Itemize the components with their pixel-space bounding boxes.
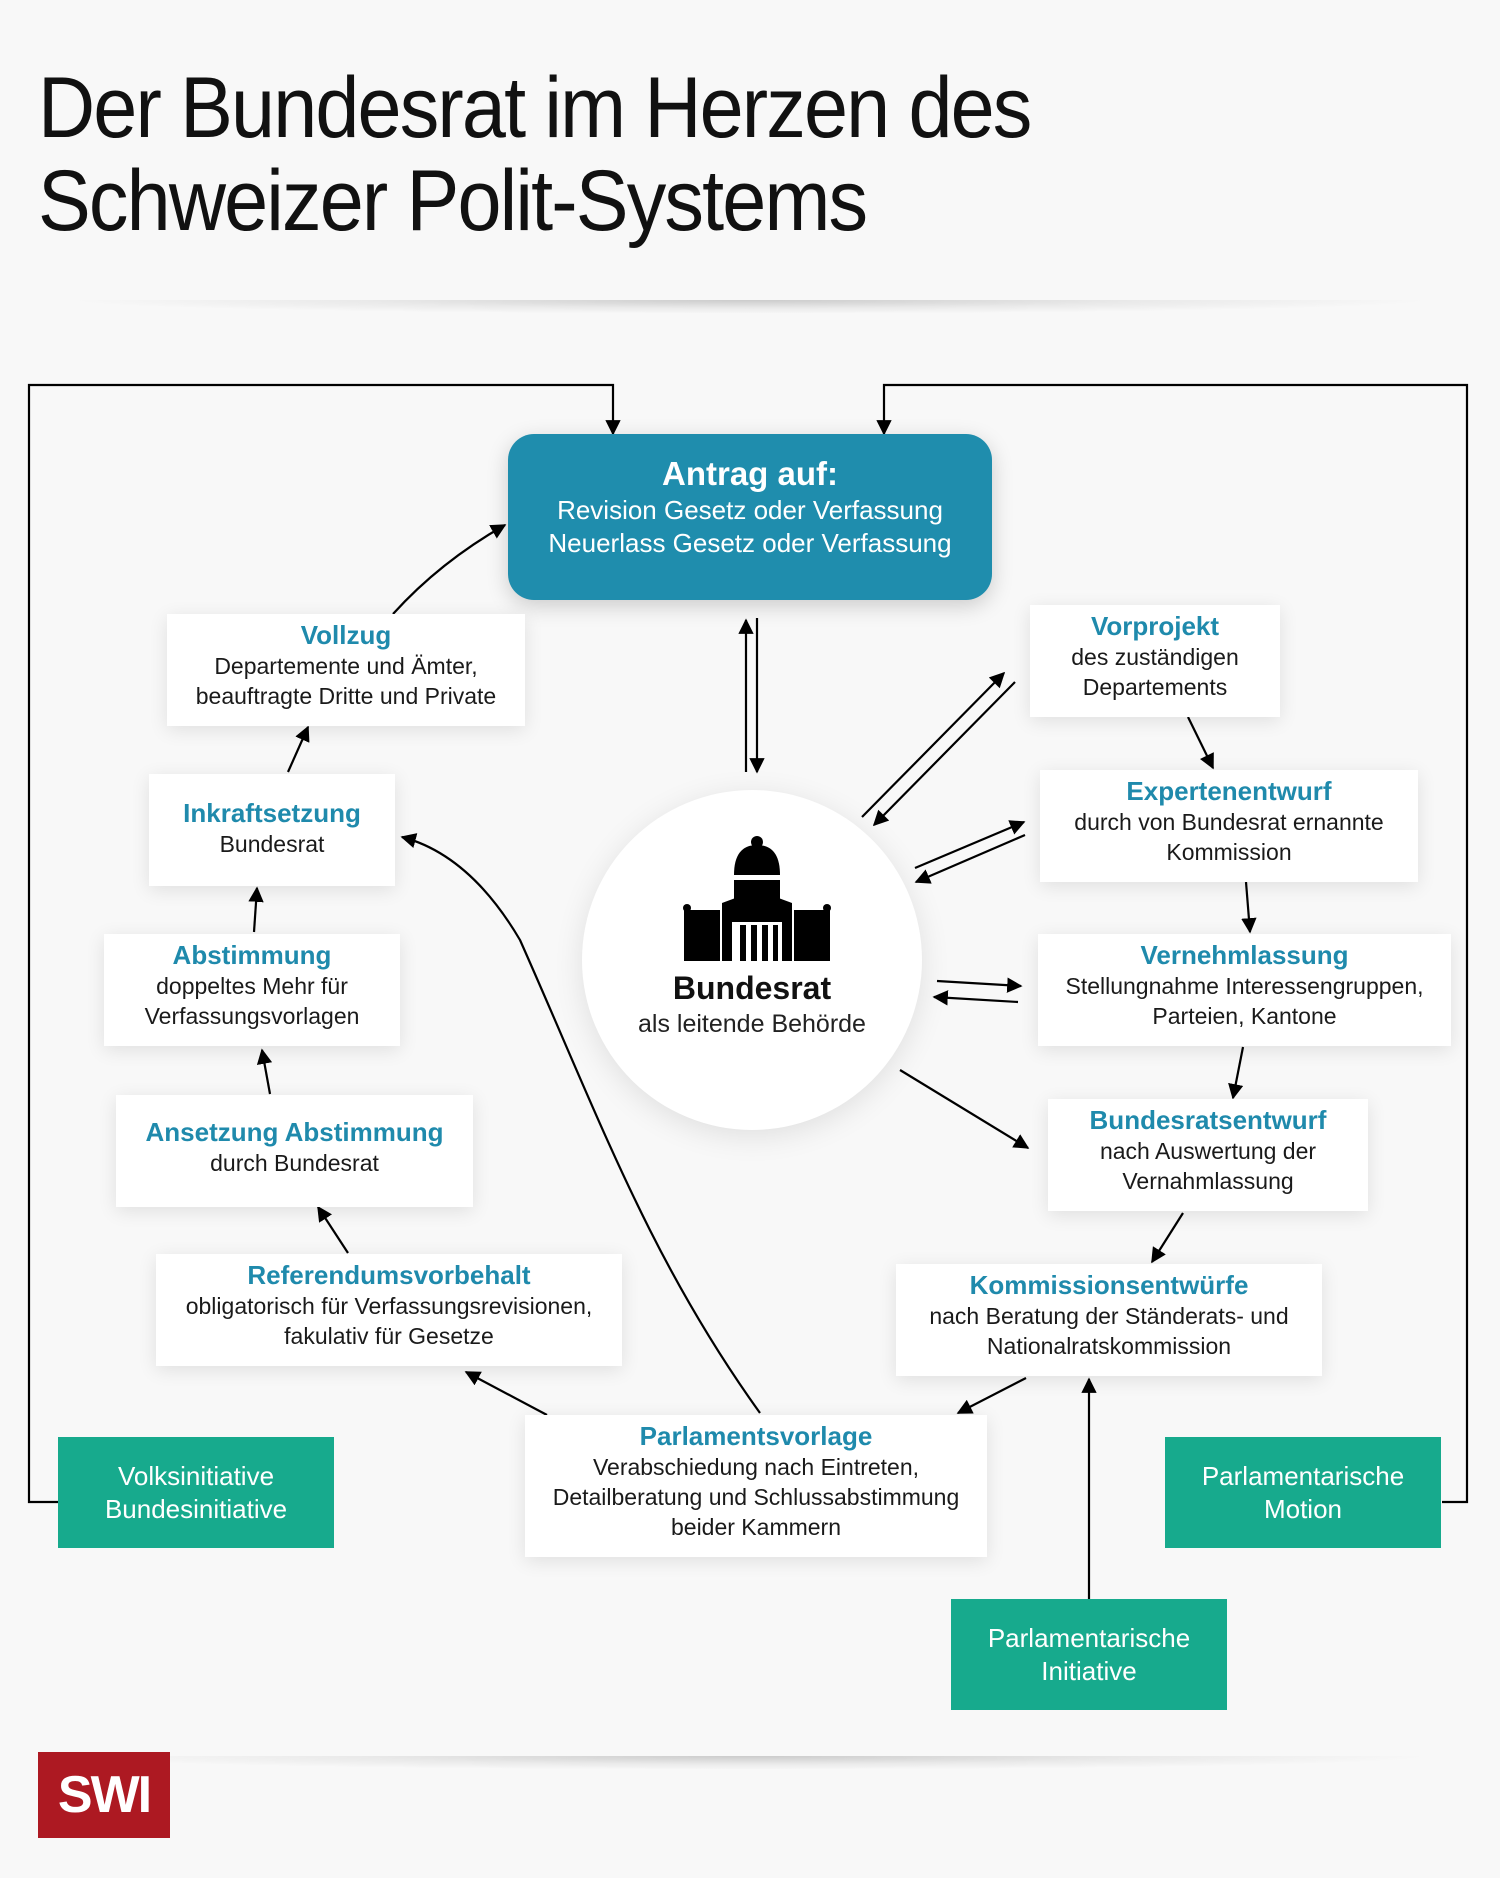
bundesrat-heading: Bundesrat [672, 970, 832, 1006]
step-text: nach Auswertung der Vernahmlassung [1099, 1138, 1317, 1194]
motion-loop-line [876, 383, 1469, 1504]
step-bundesratsentwurf: Bundesratsentwurf nach Auswertung der Ve… [1048, 1099, 1368, 1211]
antrag-heading: Antrag auf: [662, 455, 838, 492]
step-heading: Inkraftsetzung [183, 798, 361, 828]
referendum-to-ansetzung-arrow [317, 1205, 349, 1254]
step-heading: Expertenentwurf [1126, 776, 1332, 806]
swi-logo: SWI [38, 1752, 170, 1838]
bundesrat-center-node: Bundesrat als leitende Behörde [582, 790, 922, 1130]
initiative-parlamentarische: Parlamentarische Initiative [951, 1599, 1227, 1710]
bundesrat-to-vernehmlassung-arrow [936, 977, 1023, 993]
step-expertenentwurf: Expertenentwurf durch von Bundesrat erna… [1040, 770, 1418, 882]
abstimmung-to-inkraft-arrow [248, 886, 264, 933]
step-referendumsvorbehalt: Referendumsvorbehalt obligatorisch für V… [156, 1254, 622, 1366]
bundesrat-to-experten-arrow [914, 820, 1026, 870]
step-text: Stellungnahme Interessengruppen, Parteie… [1065, 973, 1424, 1029]
page-title: Der Bundesrat im Herzen des Schweizer Po… [38, 60, 1032, 249]
initiative-volks: Volksinitiative Bundesinitiative [58, 1437, 334, 1548]
step-heading: Referendumsvorbehalt [247, 1260, 531, 1290]
initiative-motion: Parlamentarische Motion [1165, 1437, 1441, 1548]
step-vollzug: Vollzug Departemente und Ämter, beauftra… [167, 614, 525, 726]
step-parlamentsvorlage: Parlamentsvorlage Verabschiedung nach Ei… [525, 1415, 987, 1557]
step-vorprojekt: Vorprojekt des zuständigen Departements [1030, 605, 1280, 717]
step-text: Departemente und Ämter, beauftragte Drit… [195, 653, 497, 709]
step-vernehmlassung: Vernehmlassung Stellungnahme Interesseng… [1038, 934, 1451, 1046]
vernehmlassung-to-bundesrat-arrow [932, 990, 1019, 1006]
parlamentsvorlage-to-inkraft-arrow [400, 833, 761, 1414]
step-text: Verabschiedung nach Eintreten, Detailber… [552, 1454, 960, 1540]
bundesrat-to-vorprojekt-arrow [861, 671, 1006, 818]
step-text: des zuständigen Departements [1071, 644, 1239, 700]
bottom-divider-shadow [60, 1756, 1440, 1770]
step-inkraftsetzung: Inkraftsetzung Bundesrat [149, 774, 395, 886]
bundesrat-to-bundesratsentwurf-arrow [899, 1069, 1030, 1149]
step-kommissionsentwuerfe: Kommissionsentwürfe nach Beratung der St… [896, 1264, 1322, 1376]
antrag-text: Revision Gesetz oder Verfassung Neuerlas… [548, 495, 952, 558]
step-heading: Vorprojekt [1090, 611, 1220, 641]
step-text: durch von Bundesrat ernannte Kommission [1074, 809, 1384, 865]
step-heading: Abstimmung [172, 940, 332, 970]
title-line-2: Schweizer Polit-Systems [38, 153, 868, 249]
step-ansetzung-abstimmung: Ansetzung Abstimmung durch Bundesrat [116, 1095, 473, 1207]
antrag-box: Antrag auf: Revision Gesetz oder Verfass… [508, 434, 992, 600]
step-abstimmung: Abstimmung doppeltes Mehr für Verfassung… [104, 934, 400, 1046]
step-heading: Bundesratsentwurf [1089, 1105, 1327, 1135]
bundesratsentwurf-to-kommission-arrow [1151, 1212, 1184, 1264]
step-heading: Vollzug [300, 620, 392, 650]
experten-to-bundesrat-arrow [914, 833, 1026, 884]
ansetzung-to-abstimmung-arrow [256, 1048, 273, 1095]
parliament-building-icon [683, 836, 831, 961]
inkraft-to-vollzug-arrow [286, 725, 310, 773]
vernehmlassung-to-bundesratsentwurf-arrow [1228, 1046, 1245, 1100]
top-divider-shadow [60, 300, 1440, 314]
experten-to-vernehmlassung-arrow [1241, 881, 1257, 934]
step-heading: Kommissionsentwürfe [969, 1270, 1249, 1300]
step-text: Bundesrat [219, 831, 325, 857]
step-heading: Vernehmlassung [1140, 940, 1349, 970]
step-text: obligatorisch für Verfassungsrevisionen,… [185, 1293, 593, 1349]
vorprojekt-to-experten-arrow [1187, 716, 1214, 770]
title-line-1: Der Bundesrat im Herzen des [38, 60, 1032, 156]
bundesrat-subtitle: als leitende Behörde [638, 1010, 866, 1038]
volksinitiative-loop-line [27, 383, 621, 1504]
step-text: durch Bundesrat [210, 1150, 379, 1176]
vorprojekt-to-bundesrat-arrow [872, 681, 1016, 827]
parlamentsvorlage-to-referendum-arrow [464, 1371, 548, 1416]
step-heading: Parlamentsvorlage [639, 1421, 873, 1451]
step-text: nach Beratung der Ständerats- und Nation… [929, 1303, 1289, 1359]
step-heading: Ansetzung Abstimmung [145, 1117, 444, 1147]
vollzug-to-antrag-arrow [392, 524, 507, 615]
step-text: doppeltes Mehr für Verfassungsvorlagen [144, 973, 360, 1029]
kommission-to-parlamentsvorlage-arrow [956, 1377, 1027, 1414]
